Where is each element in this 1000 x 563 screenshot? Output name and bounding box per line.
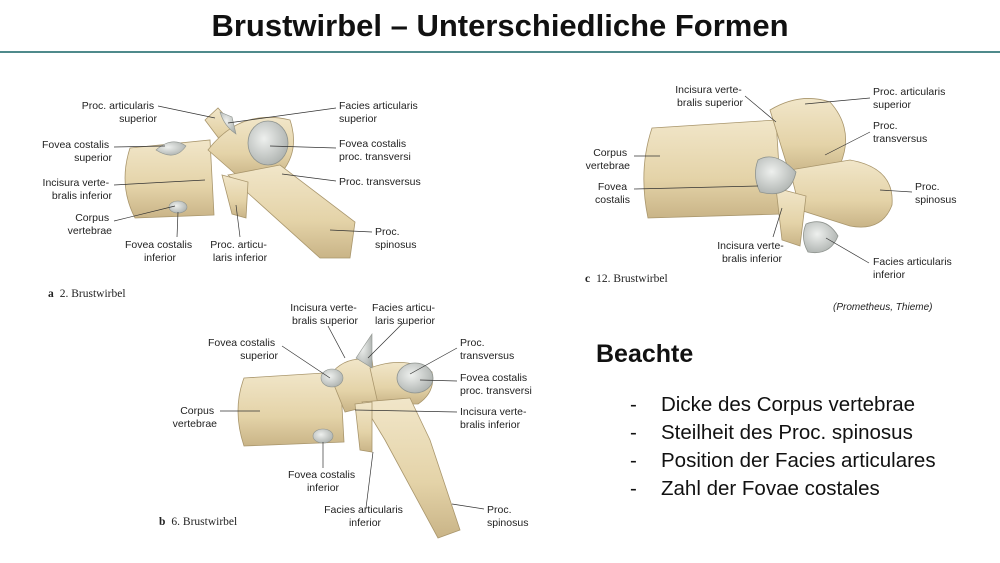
label-a-proc-articularis-inferior: Proc. articu- laris inferior: [210, 239, 270, 264]
label-a-fovea-costalis-proc-transversi: Fovea costalis proc. transversi: [339, 138, 411, 163]
label-b-incisura-vertebralis-inferior: Incisura verte- bralis inferior: [460, 406, 529, 431]
label-c-incisura-vertebralis-inferior: Incisura verte- bralis inferior: [717, 240, 786, 265]
slide-title: Brustwirbel – Unterschiedliche Formen: [211, 8, 789, 43]
figure-b-sixth-thoracic-vertebra: Incisura verte- bralis superior Facies a…: [159, 302, 532, 539]
notes-heading: Beachte: [596, 340, 694, 368]
label-c-corpus-vertebrae: Corpus vertebrae: [586, 147, 631, 172]
label-a-proc-articularis-superior: Proc. articularis superior: [82, 100, 158, 125]
list-item: -Dicke des Corpus vertebrae: [630, 393, 916, 416]
label-a-proc-transversus: Proc. transversus: [339, 176, 421, 188]
label-c-fovea-costalis: Fovea costalis: [595, 181, 630, 206]
label-c-proc-spinosus: Proc. spinosus: [915, 181, 956, 206]
label-a-facies-articularis-superior: Facies articularis superior: [339, 100, 421, 125]
label-b-fovea-costalis-proc-transversi: Fovea costalis proc. transversi: [460, 372, 532, 397]
label-b-facies-articularis-inferior: Facies articularis inferior: [324, 504, 406, 529]
label-c-proc-transversus: Proc. transversus: [873, 120, 927, 145]
title-divider: [0, 51, 1000, 53]
label-b-corpus-vertebrae: Corpus vertebrae: [173, 405, 218, 430]
label-b-incisura-vertebralis-superior: Incisura verte- bralis superior: [290, 302, 359, 327]
label-a-fovea-costalis-superior: Fovea costalis superior: [42, 139, 113, 164]
notes-list: -Dicke des Corpus vertebrae -Steilheit d…: [630, 391, 936, 503]
list-item: -Steilheit des Proc. spinosus: [630, 421, 913, 444]
label-b-facies-articularis-superior: Facies articu- laris superior: [372, 302, 438, 327]
label-a-corpus-vertebrae: Corpus vertebrae: [68, 212, 113, 237]
label-a-incisura-vertebralis-inferior: Incisura verte- bralis inferior: [43, 177, 113, 202]
label-c-proc-articularis-superior: Proc. articularis superior: [873, 86, 948, 111]
figure-c-twelfth-thoracic-vertebra: Incisura verte- bralis superior Proc. ar…: [585, 84, 956, 285]
label-b-proc-spinosus: Proc. spinosus: [487, 504, 528, 529]
list-item: -Position der Facies articulares: [630, 449, 936, 472]
list-item: -Zahl der Fovae costales: [630, 477, 880, 500]
label-c-facies-articularis-inferior: Facies articularis inferior: [873, 256, 955, 281]
label-a-fovea-costalis-inferior: Fovea costalis inferior: [125, 239, 195, 264]
label-c-incisura-vertebralis-superior: Incisura verte- bralis superior: [675, 84, 744, 109]
figure-a-second-thoracic-vertebra: Proc. articularis superior Fovea costali…: [42, 100, 421, 300]
label-b-fovea-costalis-superior: Fovea costalis superior: [208, 337, 279, 362]
image-credit: (Prometheus, Thieme): [833, 302, 933, 313]
label-a-proc-spinosus: Proc. spinosus: [375, 226, 416, 251]
label-b-fovea-costalis-inferior: Fovea costalis inferior: [288, 469, 358, 494]
label-b-proc-transversus: Proc. transversus: [460, 337, 514, 362]
